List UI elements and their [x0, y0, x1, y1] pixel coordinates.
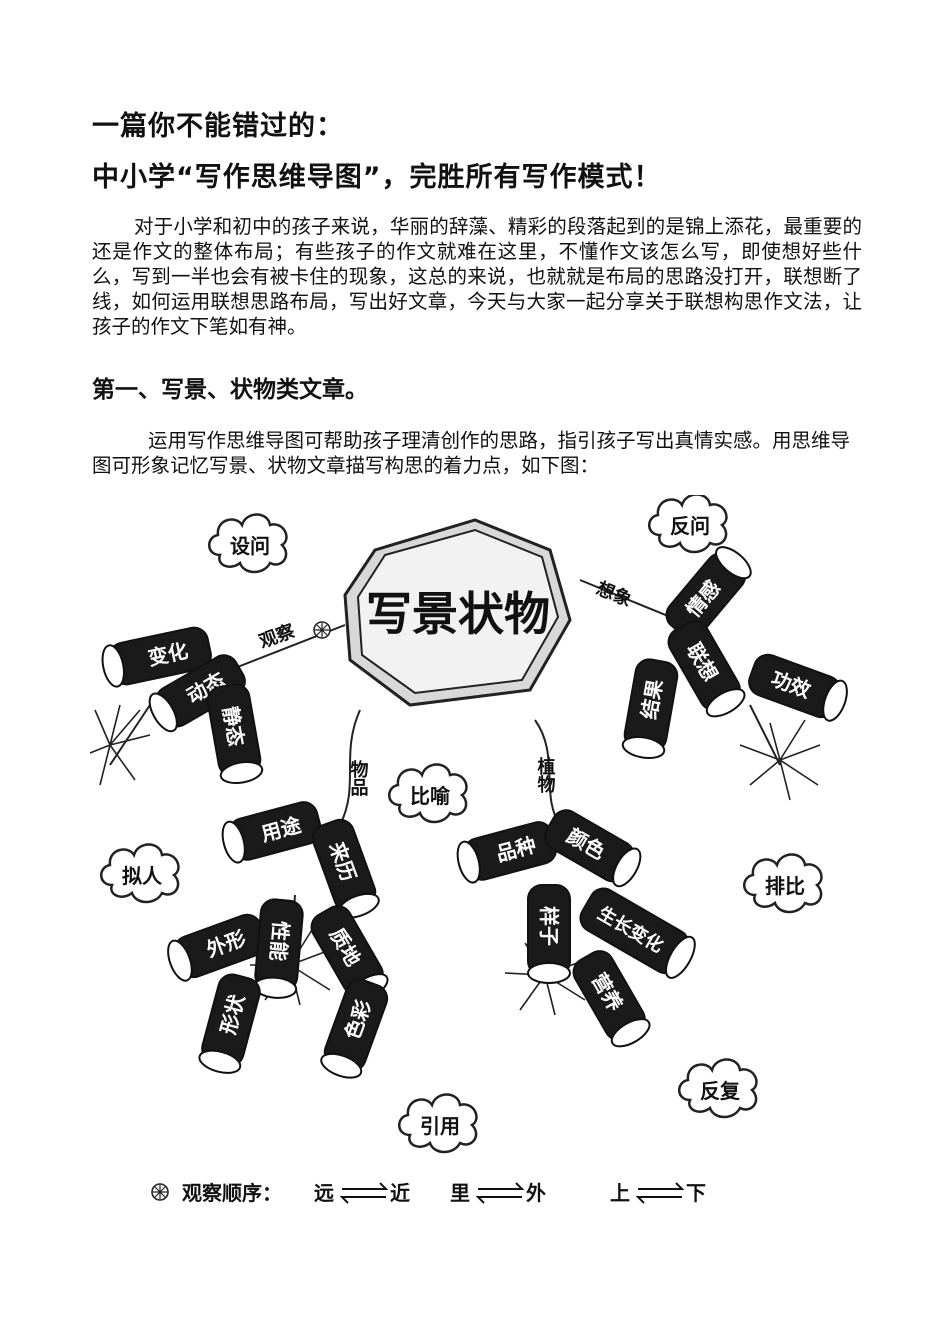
firecracker-species: 品种 [456, 821, 558, 884]
legend-up: 上 [610, 1181, 630, 1205]
legend-arrow-1 [339, 1182, 389, 1204]
observation-order-legend: 观察顺序： 远 近 里 外 上 下 [151, 1181, 706, 1205]
legend-outside: 外 [526, 1181, 546, 1205]
cloud-personification: 拟人 [99, 843, 180, 904]
legend-label: 观察顺序： [182, 1181, 282, 1205]
legend-arrow-2 [475, 1182, 525, 1204]
firecracker-effect: 功效 [748, 653, 848, 722]
observe-flower-icon [313, 621, 331, 639]
section-paragraph: 运用写作思维导图可帮助孩子理清创作的思路，指引孩子写出真情实感。用思维导图可形象… [92, 429, 851, 477]
branch-objects-label: 物品 [348, 759, 369, 797]
cloud-metaphor-label: 比喻 [410, 784, 451, 808]
firecracker-appearance: 外形 [167, 913, 267, 982]
cloud-rhetorical-question-label: 设问 [230, 534, 270, 558]
cloud-parallelism-label: 排比 [765, 874, 805, 898]
firecracker-feelings: 情感 [665, 546, 752, 639]
writing-mind-map: 写景状物 观察 想象 物品 植物 变化 动态 [90, 495, 848, 1205]
legend-flower-icon [151, 1183, 169, 1201]
firecracker-performance: 性能 [253, 898, 304, 999]
branch-observe-label: 观察 [256, 619, 298, 652]
center-node: 写景状物 [343, 518, 572, 707]
cloud-personification-label: 拟人 [122, 864, 163, 888]
branch-imagine-label: 想象 [593, 577, 635, 611]
firecracker-dynamic: 动态 [148, 654, 246, 733]
firecracker-color2: 颜色 [544, 809, 642, 888]
rhetoric-clouds: 设问 反问 比喻 拟人 排比 反复 [99, 495, 823, 1154]
section-heading: 第一、写景、状物类文章。 [92, 377, 368, 403]
intro-paragraph: 对于小学和初中的孩子来说，华丽的辞藻、精彩的段落起到的是锦上添花，最重要的还是作… [92, 215, 862, 338]
firecracker-change: 变化 [101, 626, 212, 688]
cloud-repetition: 反复 [677, 1058, 758, 1119]
firecracker-static: 静态 [206, 683, 264, 785]
firecracker-material: 质地 [310, 905, 389, 1003]
title-line-2: 中小学“写作思维导图”，完胜所有写作模式！ [92, 162, 662, 193]
cloud-parallelism: 排比 [742, 853, 823, 914]
cloud-rhetorical-question: 设问 [207, 513, 288, 574]
cloud-quotation-label: 引用 [420, 1114, 460, 1138]
firecracker-result: 结果 [621, 658, 679, 760]
legend-far: 远 [314, 1181, 334, 1205]
firecracker-color: 色彩 [320, 978, 389, 1079]
legend-arrow-3 [635, 1182, 685, 1204]
legend-down: 下 [686, 1181, 706, 1205]
cloud-rhetorical-counter: 反问 [647, 495, 728, 554]
firecracker-purpose: 用途 [221, 801, 323, 864]
firecracker-form: 样子 [527, 884, 571, 984]
cloud-metaphor: 比喻 [387, 763, 468, 824]
firecracker-association: 联想 [667, 620, 746, 718]
legend-near: 近 [390, 1181, 410, 1205]
cloud-repetition-label: 反复 [700, 1079, 741, 1103]
cloud-quotation: 引用 [397, 1093, 478, 1154]
center-label: 写景状物 [366, 587, 550, 641]
firecracker-nutrition: 营养 [572, 950, 651, 1048]
legend-inside: 里 [450, 1181, 470, 1205]
firecracker-performance-label: 性能 [266, 920, 293, 962]
firecrackers: 变化 动态 静态 情感 联想 [101, 546, 848, 1079]
firecracker-form-label: 样子 [537, 906, 561, 946]
cloud-rhetorical-counter-label: 反问 [670, 514, 710, 538]
firecracker-shape: 形状 [198, 973, 261, 1074]
title-line-1: 一篇你不能错过的： [92, 111, 344, 142]
branch-plants-label: 植物 [535, 756, 556, 793]
firecracker-origin: 来历 [311, 818, 380, 919]
